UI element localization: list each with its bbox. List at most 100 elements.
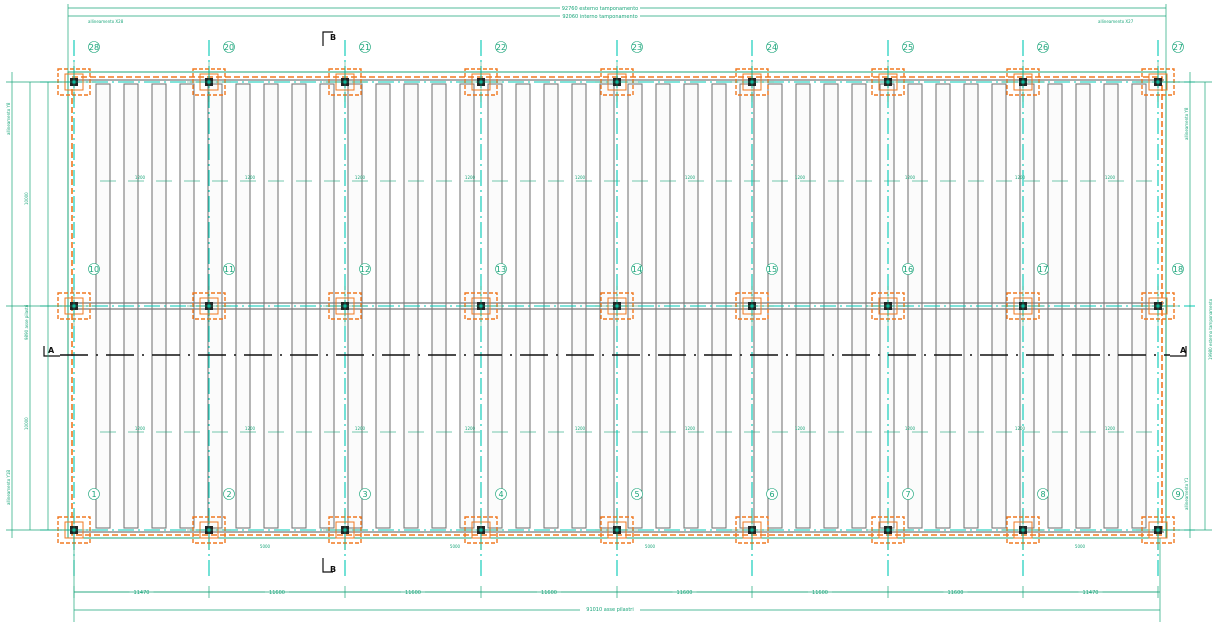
column-footing xyxy=(1001,510,1045,550)
section-marker-b-bottom xyxy=(322,558,333,573)
axis-label: 24 xyxy=(767,43,777,52)
axis-label-bubble xyxy=(766,41,778,53)
axis-label: 10 xyxy=(89,265,99,274)
axis-label-bubble xyxy=(223,41,235,53)
column-footing xyxy=(730,62,774,102)
axis-label-bubble xyxy=(766,488,778,500)
joint-label: 1200 xyxy=(245,426,256,431)
bay-dimension-label: 11470 xyxy=(134,590,150,596)
joint-label: 1200 xyxy=(1015,426,1026,431)
column-footing xyxy=(459,286,503,326)
axis-label-bubble xyxy=(359,488,371,500)
axis-label-bubble xyxy=(902,488,914,500)
axis-label-bubble xyxy=(631,41,643,53)
axis-label: 6 xyxy=(769,490,774,499)
bay-dimension-label: 11600 xyxy=(405,590,421,596)
axis-label-bubble xyxy=(902,41,914,53)
slab-label: 5000 xyxy=(260,544,271,549)
top-dimension-inner: 92060 interno tamponamento xyxy=(562,14,637,20)
axis-label: 11 xyxy=(224,265,234,274)
axis-label-bubble xyxy=(766,263,778,275)
left-dimensions: allineamento Y8 allineamento Y1B 10000 9… xyxy=(6,72,68,538)
axis-label: 2 xyxy=(226,490,231,499)
section-marker-a-right xyxy=(1170,346,1187,357)
section-label-a-right: A xyxy=(1180,346,1187,355)
axis-label-bubble xyxy=(88,41,100,53)
bay-dimension-label: 11600 xyxy=(812,590,828,596)
axis-label: 28 xyxy=(89,43,99,52)
joint-label: 1200 xyxy=(465,175,476,180)
joint-label: 1200 xyxy=(575,426,586,431)
joint-label: 1200 xyxy=(685,175,696,180)
axis-label: 1 xyxy=(91,490,96,499)
slab-label: 5000 xyxy=(450,544,461,549)
section-label-b-top: B xyxy=(330,33,336,42)
bottom-dimensions: 91010 asse pilastri xyxy=(73,538,1161,622)
axis-label: 27 xyxy=(1173,43,1183,52)
axis-label: 22 xyxy=(496,43,506,52)
column-footing xyxy=(323,510,367,550)
axis-label: 3 xyxy=(362,490,367,499)
axis-label: 17 xyxy=(1038,265,1048,274)
joint-label: 1200 xyxy=(135,175,146,180)
top-dimensions: 92760 esterno tamponamento 92060 interno… xyxy=(67,4,1167,72)
left-bay-middle: 9890 asse pilastri xyxy=(24,305,29,340)
joint-label: 1200 xyxy=(135,426,146,431)
joint-label: 1200 xyxy=(355,175,366,180)
column-footing xyxy=(323,62,367,102)
joint-label: 1200 xyxy=(1105,426,1116,431)
columns-layer xyxy=(52,62,1180,550)
axis-label: 4 xyxy=(498,490,503,499)
left-note-top: allineamento Y8 xyxy=(6,102,11,135)
column-footing xyxy=(323,286,367,326)
right-bay-total: 19980 esterno tamponamento xyxy=(1208,298,1213,360)
section-line-layer: A A B B xyxy=(43,31,1187,574)
slab-label: 5000 xyxy=(1075,544,1086,549)
joint-label: 1200 xyxy=(465,426,476,431)
axis-label-bubble xyxy=(631,488,643,500)
axis-label: 15 xyxy=(767,265,777,274)
column-footing xyxy=(866,510,910,550)
axis-label-bubble xyxy=(631,263,643,275)
section-label-b-bottom: B xyxy=(330,565,336,574)
axis-label-bubble xyxy=(223,488,235,500)
column-footing xyxy=(595,510,639,550)
section-label-a-left: A xyxy=(48,346,55,355)
column-footing xyxy=(459,62,503,102)
axis-label-bubble xyxy=(1037,488,1049,500)
axis-label: 12 xyxy=(360,265,370,274)
axis-label-bubble xyxy=(359,263,371,275)
axis-label-bubble xyxy=(1172,263,1184,275)
axis-label: 26 xyxy=(1038,43,1048,52)
axis-label-bubble xyxy=(1172,41,1184,53)
axis-label: 9 xyxy=(1175,490,1180,499)
section-marker-a-left xyxy=(43,346,60,357)
joint-label: 1200 xyxy=(1105,175,1116,180)
column-footing xyxy=(459,510,503,550)
column-footing xyxy=(866,62,910,102)
right-note-bottom: allineamento Y1 xyxy=(1184,477,1189,510)
left-note-bottom: allineamento Y1B xyxy=(6,470,11,505)
axis-label-bubble xyxy=(223,263,235,275)
bay-dimension-label: 11470 xyxy=(1083,590,1099,596)
slab-label: 5000 xyxy=(645,544,656,549)
axis-label-bubble xyxy=(495,263,507,275)
axis-label-bubble xyxy=(495,41,507,53)
joint-label: 1200 xyxy=(795,175,806,180)
axis-label-bubble xyxy=(88,263,100,275)
joint-label: 1200 xyxy=(1015,175,1026,180)
top-dimension-outer: 92760 esterno tamponamento xyxy=(562,6,639,12)
axis-label: 23 xyxy=(632,43,642,52)
column-footing xyxy=(1001,286,1045,326)
bay-dimension-label: 11600 xyxy=(948,590,964,596)
right-dimensions: allineamento Y8 allineamento Y1 19980 es… xyxy=(1166,72,1213,538)
column-footing xyxy=(730,286,774,326)
left-bay-lower: 10000 xyxy=(24,417,29,430)
bay-dimension-label: 11600 xyxy=(541,590,557,596)
axis-label-bubble xyxy=(495,488,507,500)
joint-label: 1200 xyxy=(795,426,806,431)
axis-label: 13 xyxy=(496,265,506,274)
bottom-total-dimension: 91010 asse pilastri xyxy=(586,607,633,613)
bay-dimension-label: 11600 xyxy=(677,590,693,596)
